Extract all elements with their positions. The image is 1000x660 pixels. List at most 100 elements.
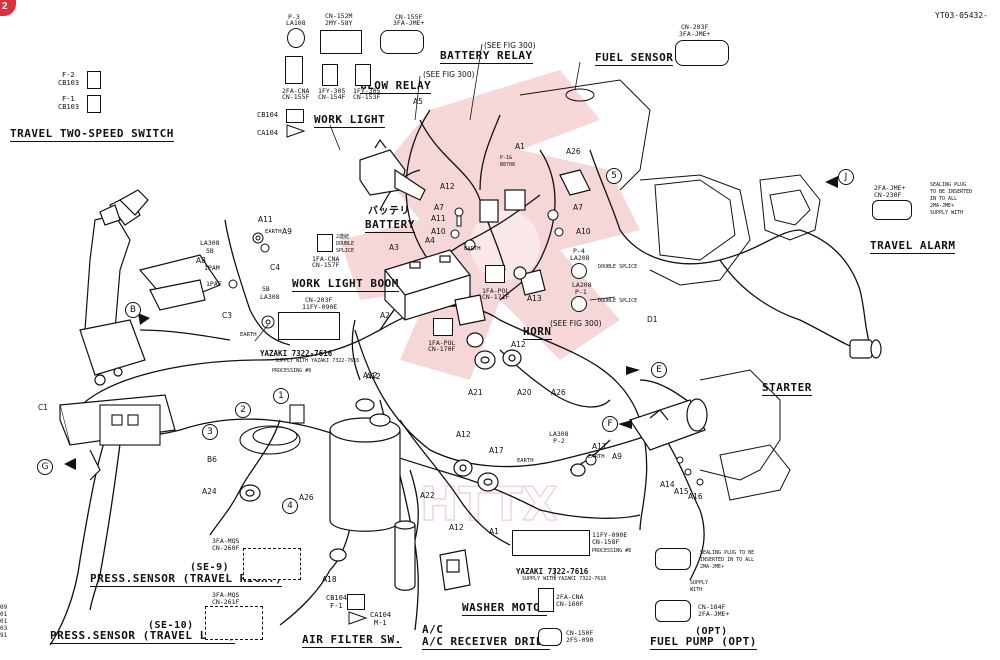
part-tag: D1 [647,315,658,324]
label-sealing-plug-2: SEALING PLUG TO BE INSERTED IN TO ALL 2M… [700,550,755,570]
connector-p4 [571,263,587,279]
part-tag: C1 [38,403,49,412]
connector-cn160f [538,588,554,612]
ref-see-fig-300-c: (SEE FIG 300) [550,319,602,328]
starter [629,398,708,451]
title-press-sensor-right: PRESS.SENSOR (TRAVEL RIGHT) [90,572,283,587]
callout-g: G [37,459,53,475]
label-cn153f: CN-153F [353,93,381,101]
part-tag: A12 [363,371,378,380]
part-tag: A7 [573,203,583,212]
title-travel-alarm: TRAVEL ALARM [870,239,956,254]
connector-cn230f [872,200,912,220]
label-5b: 5B [206,247,214,255]
washer-motor [439,549,471,591]
label-la208-b: LA208 [572,281,592,289]
part-tag: A12 [440,182,455,191]
label-earth-3: EARTH [464,246,481,252]
label-cn155f-sub: 3FA-JME+ [393,19,425,27]
label-2fa-jme: 2FA-JME+ [874,184,906,192]
label-ca104: CA104 [257,129,279,137]
label-cn150f-sub: 2FS-090 [566,636,594,644]
label-supply-with-1: SUPPLY WITH [930,210,964,216]
label-cn261f: CN-261F [212,598,240,606]
connector-cn203f [675,40,729,66]
ca104-triangle-icon [286,124,306,138]
part-tag: A11 [431,214,446,223]
label-1pam: 1PAM [204,264,220,272]
part-tag: A13 [527,294,542,303]
part-tag: A11 [592,442,607,451]
label-cn170f: CN-170F [428,345,456,353]
label-yazaki-2: YAZAKI 7322-7616 [516,567,589,576]
label-m1: M-1 [374,619,387,627]
air-filter-coil [239,404,305,455]
label-3fa-mqs-2: 3FA-MQS [212,591,240,599]
corner-badge: 2 [0,0,16,16]
callout-e: E [651,362,667,378]
label-p1: P-1 [575,288,587,296]
label-cn203f-2-sub: 11FY-090E [302,303,338,311]
part-tag: A2 [380,311,390,320]
label-la208: LA208 [570,254,590,262]
label-earth-4: EARTH [517,458,534,464]
connector-cn260f [243,548,301,580]
label-5b-2: 5B [262,285,270,293]
label-1fa-pol-170: 1FA-POL [428,339,456,347]
label-cn152m: CN-152M [325,12,353,20]
label-cn160f: CN-160F [556,600,584,608]
label-cb104: CB104 [257,111,279,119]
label-se9: (SE-9) [190,562,230,573]
label-la308: LA308 [200,239,220,247]
label-cb103a: CB103 [58,79,80,87]
callout-f: F [602,416,618,432]
label-yazaki-2-sub: SUPPLY WITH YAZAKI 7322-7616 [522,576,607,582]
part-tag: A26 [299,493,314,502]
ac-receiver-drier [329,413,416,591]
label-ca104-m1: CA104 [370,611,392,619]
label-yazaki-1-sub: SUPPLY WITH YAZAKI 7322-7616 [275,358,360,364]
label-cn152m-sub: 2MY-58Y [325,19,353,27]
label-supply-with-2: SUPPLY WITH [690,580,709,593]
label-cn150f: CN-150F [566,629,594,637]
callout-2: 2 [235,402,251,418]
title-air-filter-sw: AIR FILTER SW. [302,633,402,648]
label-cn203f: CN-203F [681,23,709,31]
label-fuel-pump-opt: (OPT) [695,626,728,637]
part-tag: A15 [674,487,689,496]
part-tag: A12 [366,372,381,381]
title-washer-motor: WASHER MOTOR [462,601,548,616]
part-tag: C3 [222,311,233,320]
label-cn155f-2: CN-155F [282,93,310,101]
grommets [239,266,586,562]
label-p2: P-2 [553,437,565,445]
label-ac: A/C [422,623,444,636]
engine-outline [519,79,821,501]
label-processing-2: PROCESSING #8 [592,548,632,554]
label-cn184f: CN-184F [698,603,726,611]
ref-see-fig-300-b: (SEE FIG 300) [423,70,475,79]
part-tag: A12 [449,523,464,532]
label-cn203f-sub: 3FA-JME+ [679,30,711,38]
connector-cn171f [485,265,505,283]
label-cn230f: CN-230F [874,191,902,199]
document-id: YT03-05432- [935,11,988,20]
connector-cb104 [286,109,304,123]
title-starter: STARTER [762,381,812,396]
connector-cn155f-2 [285,56,303,84]
watermark-logo [340,70,640,380]
part-tag: C4 [270,263,281,272]
connector-cn157f [317,234,333,252]
fuse-f2 [87,71,101,89]
callout-b: B [125,302,141,318]
label-p1-b8708: P-1& B8708 [500,155,516,168]
label-p4: P-4 [573,247,585,255]
label-cn260f: CN-260F [212,544,240,552]
part-tag: A10 [576,227,591,236]
connector-p3 [287,28,305,48]
label-earth-2: EARTH [240,332,257,338]
part-tag: B6 [207,455,217,464]
label-earth-5: EARTH [588,454,605,460]
connector-cn153f [355,64,371,86]
